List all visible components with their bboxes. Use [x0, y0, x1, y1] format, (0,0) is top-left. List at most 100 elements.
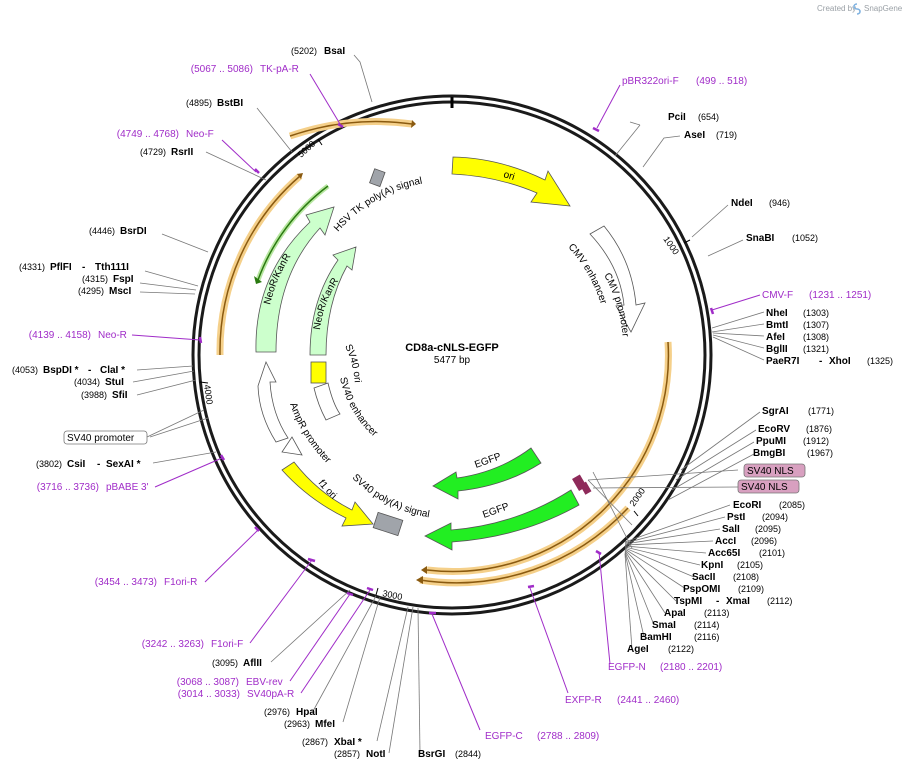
sv40-promoter-connector: [146, 409, 205, 438]
feature-sv40-enhancer: [313, 382, 341, 421]
site-csii: CsiI: [67, 459, 86, 470]
orf-arcs: [216, 118, 672, 587]
orf-arc-top: [288, 118, 413, 140]
site-fspi: FspI: [113, 274, 134, 285]
primer-neo-f: Neo-F: [186, 129, 214, 140]
site-pos-ecorv: (1876): [806, 424, 832, 434]
site-pos-acci: (2096): [751, 536, 777, 546]
box-label-sv40-promoter: SV40 promoter: [67, 433, 135, 444]
sites-left: (5202) BsaI (4895) BstBI (4729) RsrII (4…: [12, 46, 481, 760]
site-pspomi: PspOMI: [683, 584, 720, 595]
primer-range-tk-pa-r: (5067 .. 5086): [191, 64, 253, 75]
site-pos-snabi: (1052): [792, 233, 818, 243]
site-pos-acc65i: (2101): [759, 548, 785, 558]
box-sv40-nls-1: [743, 463, 806, 478]
site-paer7i: PaeR7I: [766, 356, 800, 367]
site-pos-apai: (2113): [704, 608, 729, 618]
site-apai: ApaI: [664, 608, 686, 619]
site-sep-csii: -: [97, 459, 100, 470]
primer-range-neo-f: (4749 .. 4768): [117, 129, 179, 140]
primer-tk-pa-r: TK-pA-R: [260, 64, 299, 75]
primer-exfp-r: EXFP-R: [565, 695, 602, 706]
primer-range-egfp-c: (2788 .. 2809): [537, 731, 599, 742]
feature-ori: [451, 156, 571, 207]
site-pos-noti: (2857): [334, 749, 360, 759]
primer-connectors: [131, 73, 761, 731]
site-sep-pflfi: -: [82, 262, 85, 273]
site-pos-pspomi: (2109): [738, 584, 764, 594]
site-pos-bmgbi: (1967): [807, 448, 833, 458]
feature-egfp-1: [432, 447, 542, 500]
box-sv40-promoter: [63, 430, 148, 445]
site-sgrai: SgrAI: [762, 406, 789, 417]
primer-range-cmv-f: (1231 .. 1251): [809, 290, 871, 301]
site-hpai: HpaI: [296, 707, 318, 718]
site-pos-afei: (1308): [803, 332, 829, 342]
site-stui: StuI: [105, 377, 124, 388]
site-xbai: XbaI *: [334, 737, 362, 748]
site-pos-kpni: (2105): [737, 560, 763, 570]
site-msci: MscI: [109, 286, 131, 297]
site-nhei: NheI: [766, 308, 788, 319]
feature-cmv-enhancer-promoter: [589, 225, 646, 333]
label-cmv-enhancer: CMV enhancer: [566, 242, 609, 306]
site-agei: AgeI: [627, 644, 649, 655]
primer-marks: [198, 122, 715, 615]
site-sexai: SexAI *: [106, 459, 141, 470]
site-ecorv: EcoRV: [758, 424, 790, 435]
primer-pbabe3: pBABE 3': [106, 482, 149, 493]
site-ecori: EcoRI: [733, 500, 762, 511]
primer-pbr322ori-f: pBR322ori-F: [622, 76, 679, 87]
site-sfii: SfiI: [112, 390, 128, 401]
site-sep-tspmi: -: [716, 596, 719, 607]
snapgene-logo-icon: [853, 3, 861, 15]
tick-4000: 4000: [202, 384, 215, 405]
site-sep-bspdi: -: [88, 365, 91, 376]
site-smai: SmaI: [652, 620, 676, 631]
feature-f1-ori: [281, 461, 374, 527]
site-psti: PstI: [727, 512, 746, 523]
primer-range-pbr322ori-f: (499 .. 518): [696, 76, 747, 87]
site-pos-csii: (3802): [36, 459, 62, 469]
site-xmai: XmaI: [726, 596, 750, 607]
site-pos-nhei: (1303): [803, 308, 829, 318]
primer-cmv-f: CMV-F: [762, 290, 793, 301]
plasmid-name: CD8a-cNLS-EGFP: [405, 342, 499, 354]
primers: (5067 .. 5086) TK-pA-R (4749 .. 4768) Ne…: [29, 64, 872, 742]
site-pos-bsai: (5202): [291, 46, 317, 56]
site-pos-msci: (4295): [78, 286, 104, 296]
site-connectors: [132, 54, 765, 754]
primer-egfp-c: EGFP-C: [485, 731, 523, 742]
site-pos-bsrdi: (4446): [89, 226, 115, 236]
site-tth111i: Tth111I: [95, 262, 129, 273]
primer-range-egfp-n: (2180 .. 2201): [660, 662, 722, 673]
site-pos-bstbi: (4895): [186, 98, 212, 108]
site-pos-pcii: (654): [698, 112, 719, 122]
site-bstbi: BstBI: [217, 98, 243, 109]
site-pflfi: PflFI: [50, 262, 72, 273]
site-pos-bsrgi: (2844): [455, 749, 481, 759]
site-pos-hpai: (2976): [264, 707, 290, 717]
primer-range-neo-r: (4139 .. 4158): [29, 330, 91, 341]
primer-range-sv40pa-r: (3014 .. 3033): [178, 689, 240, 700]
primer-range-pbabe3: (3716 .. 3736): [37, 482, 99, 493]
feature-small-arrow: [281, 436, 303, 456]
site-pos-fspi: (4315): [82, 274, 108, 284]
site-noti: NotI: [366, 749, 386, 760]
site-sep-paer7i: -: [819, 356, 822, 367]
feature-neor-inner: [309, 246, 357, 356]
site-rsrii: RsrII: [171, 147, 193, 158]
site-pos-ndei: (946): [769, 198, 790, 208]
site-bmgbi: BmgBI: [753, 448, 785, 459]
feature-egfp-2: [424, 489, 580, 551]
site-pos-ecori: (2085): [779, 500, 805, 510]
site-pos-bmti: (1307): [803, 320, 829, 330]
site-bsrgi: BsrGI: [418, 749, 445, 760]
primer-egfp-n: EGFP-N: [608, 662, 646, 673]
site-pos-asei: (719): [716, 130, 737, 140]
snapgene-watermark: Created by SnapGene: [817, 3, 903, 15]
site-acc65i: Acc65I: [708, 548, 740, 559]
site-afei: AfeI: [766, 332, 785, 343]
site-pos-bglii: (1321): [803, 344, 829, 354]
